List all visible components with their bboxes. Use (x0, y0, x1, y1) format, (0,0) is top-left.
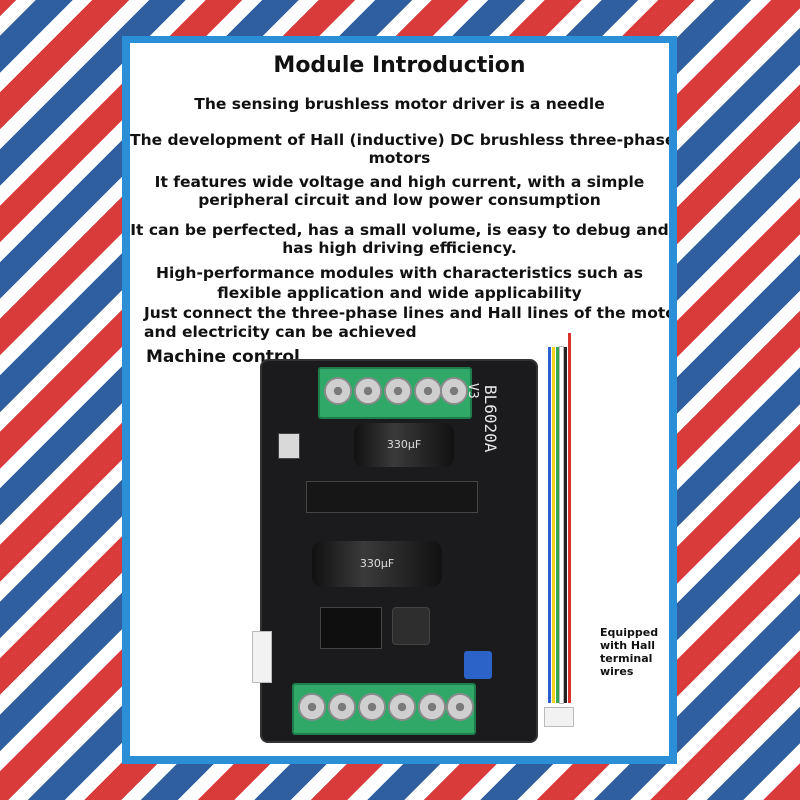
wire-strand (556, 347, 559, 703)
potentiometer (464, 651, 492, 679)
capacitor-top-label: 330μF (386, 438, 422, 451)
wire-strand (568, 333, 571, 703)
intro-line-5: peripheral circuit and low power consump… (198, 191, 601, 209)
equipped-line-4: wires (600, 665, 634, 678)
capacitor-bottom-label: 330μF (359, 557, 395, 570)
intro-line-6: It can be perfected, has a small volume,… (130, 221, 669, 239)
intro-line-11: and electricity can be achieved (144, 323, 417, 341)
intro-line-9: flexible application and wide applicabil… (217, 284, 582, 302)
intro-line-2: The development of Hall (inductive) DC b… (130, 131, 669, 149)
screw-icon (418, 693, 446, 721)
intro-line-3: motors (368, 149, 431, 167)
machine-control-label: Machine control (146, 347, 300, 367)
wire-connector (544, 707, 574, 727)
screw-icon (414, 377, 442, 405)
intro-line-7: has high driving efficiency. (282, 239, 517, 257)
wire-strand (552, 347, 555, 703)
equipped-line-2: with Hall (600, 639, 656, 652)
capacitor-top: 330μF (354, 423, 454, 467)
wire-strand (548, 347, 551, 703)
product-panel: Module Introduction The sensing brushles… (130, 43, 669, 756)
wire-strand (564, 347, 567, 703)
driver-ic (320, 607, 382, 649)
capacitor-bottom: 330μF (312, 541, 442, 587)
screw-icon (388, 693, 416, 721)
equipped-line-3: terminal (600, 652, 653, 665)
smd-component (278, 433, 300, 459)
intro-line-8: High-performance modules with characteri… (156, 264, 643, 282)
board-version-label: V3 (465, 383, 480, 399)
screw-icon (358, 693, 386, 721)
screw-icon (384, 377, 412, 405)
intro-line-10: Just connect the three-phase lines and H… (144, 304, 669, 322)
screw-icon (446, 693, 474, 721)
screw-icon (440, 377, 468, 405)
driver-board: BL6020A V3 330μF 330μF (252, 361, 536, 741)
mosfet-row (306, 481, 478, 513)
inductor (392, 607, 430, 645)
screw-icon (354, 377, 382, 405)
screw-icon (328, 693, 356, 721)
intro-line-4: It features wide voltage and high curren… (154, 173, 645, 191)
screw-icon (298, 693, 326, 721)
equipped-line-1: Equipped (600, 626, 659, 639)
wire-strand (560, 347, 563, 703)
screw-icon (324, 377, 352, 405)
hall-connector (252, 631, 272, 683)
intro-line-1: The sensing brushless motor driver is a … (194, 95, 605, 113)
board-model-label: BL6020A (481, 385, 500, 453)
equipped-note: Equipped with Hall terminal wires (600, 626, 669, 678)
module-title: Module Introduction (273, 53, 526, 78)
